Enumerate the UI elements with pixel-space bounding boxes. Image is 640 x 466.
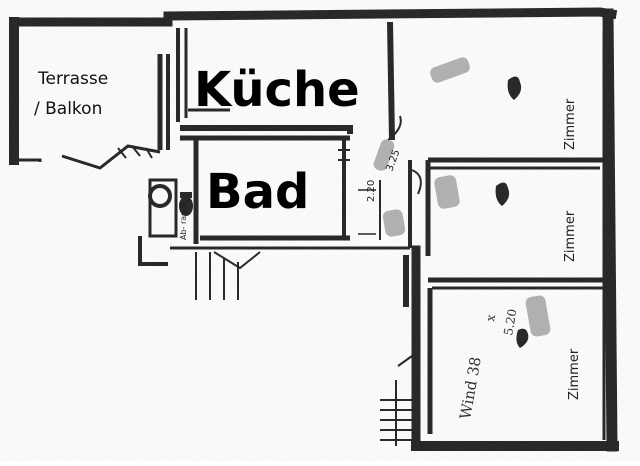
dimension-label-1: 2.20: [366, 180, 377, 202]
terrace-label-line1: Terrasse: [37, 69, 108, 89]
room-label-zimmer-2: Zimmer: [563, 210, 578, 262]
handwritten-note-3: 5.20: [501, 308, 519, 337]
terrace-label-line2: / Balkon: [34, 99, 102, 119]
storage-label: Ab- raum: [179, 203, 188, 240]
bath-label: Bad: [206, 164, 309, 220]
handwritten-note-2: x: [483, 313, 498, 322]
room-label-zimmer-1: Zimmer: [563, 98, 578, 150]
kitchen-label: Küche: [194, 62, 360, 118]
room-label-zimmer-3: Zimmer: [567, 348, 582, 400]
